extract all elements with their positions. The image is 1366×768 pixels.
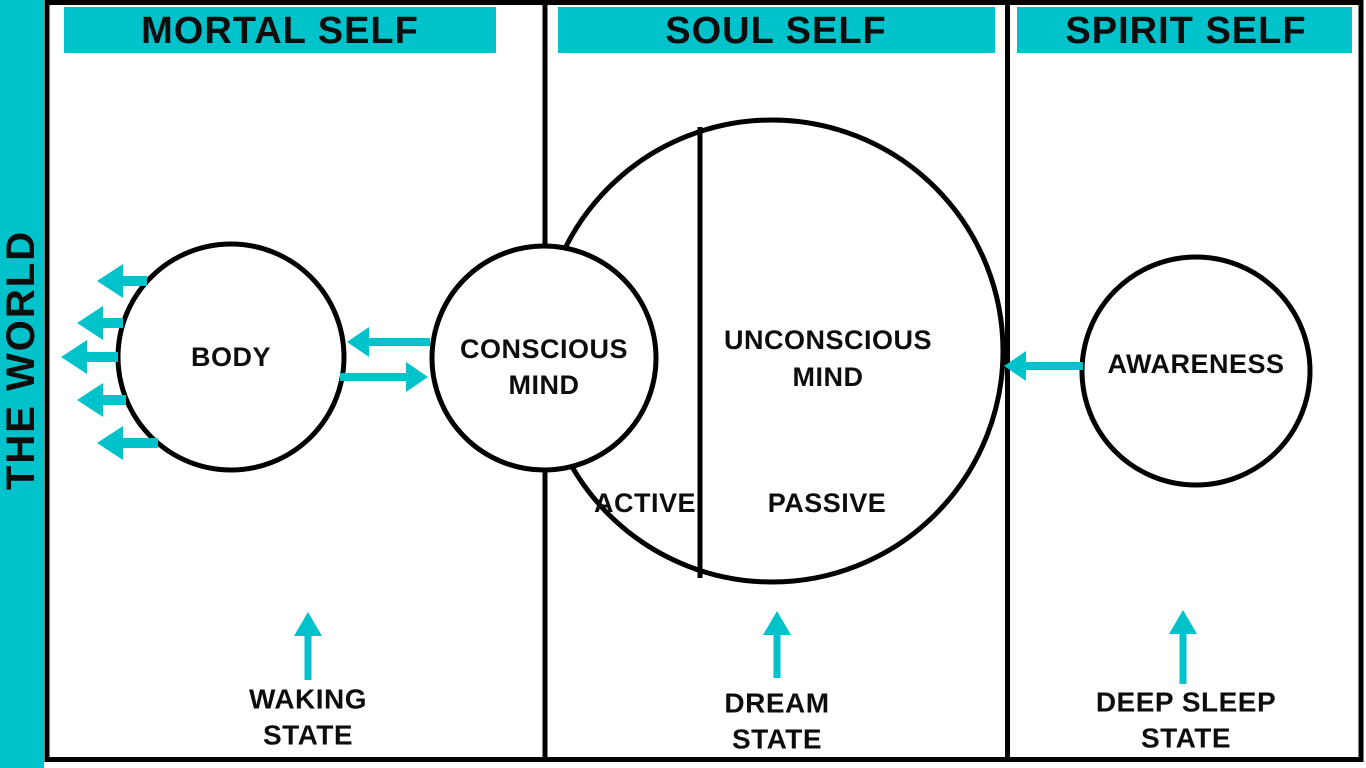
world-strip (0, 0, 44, 768)
body-to-world-arrow-4 (77, 383, 126, 417)
dream-state-label-line1: DREAM (724, 688, 829, 719)
deep-sleep-state-arrow (1169, 610, 1197, 684)
body-to-world-arrow-1 (97, 264, 147, 298)
awareness-circle (1079, 254, 1313, 488)
mortal-header-bar (64, 7, 496, 53)
conscious-mind-circle (429, 243, 659, 473)
waking-state-label-line2: STATE (263, 720, 353, 751)
arrow-head-icon (763, 611, 791, 635)
arrow-head-icon (294, 612, 322, 636)
arrow-head-icon (77, 383, 103, 417)
arrow-head-icon (61, 340, 87, 374)
arrow-head-icon (1004, 351, 1026, 381)
unconscious-mind-label-line2: MIND (793, 362, 864, 392)
waking-state-label-line1: WAKING (249, 684, 367, 715)
body-to-world-arrow-5 (97, 426, 158, 460)
world-label: THE WORLD (0, 230, 43, 490)
arrow-head-icon (347, 327, 369, 357)
unconscious-mind-label-line1: UNCONSCIOUS (724, 325, 932, 355)
awareness-label: AWARENESS (1107, 349, 1284, 379)
spirit-header-bar (1017, 7, 1352, 53)
body-label: BODY (191, 342, 271, 372)
soul-header-bar (558, 7, 995, 53)
dream-state-label-line2: STATE (732, 724, 822, 755)
awareness-to-unconscious-arrow (1004, 351, 1083, 381)
body-to-world-arrow-3 (61, 340, 118, 374)
conscious-to-body-arrow (347, 327, 430, 357)
soul-header-label: SOUL SELF (665, 10, 887, 52)
deep-sleep-state-label-line2: STATE (1141, 723, 1231, 754)
spirit-header-label: SPIRIT SELF (1065, 10, 1306, 52)
waking-state-arrow (294, 612, 322, 680)
conscious-mind-label-line1: CONSCIOUS (460, 334, 628, 364)
body-to-world-arrow-2 (77, 306, 123, 340)
dream-state-arrow (763, 611, 791, 678)
arrow-head-icon (97, 264, 123, 298)
body-to-world-arrows (61, 264, 158, 460)
deep-sleep-state-label-line1: DEEP SLEEP (1096, 687, 1276, 718)
arrow-head-icon (406, 362, 428, 392)
arrow-head-icon (77, 306, 103, 340)
mortal-header-label: MORTAL SELF (141, 10, 419, 52)
conscious-mind-label-line2: MIND (509, 370, 580, 400)
passive-label: PASSIVE (768, 488, 887, 518)
arrow-head-icon (1169, 610, 1197, 634)
active-label: ACTIVE (594, 488, 696, 518)
arrow-head-icon (97, 426, 123, 460)
body-to-conscious-arrow (340, 362, 428, 392)
